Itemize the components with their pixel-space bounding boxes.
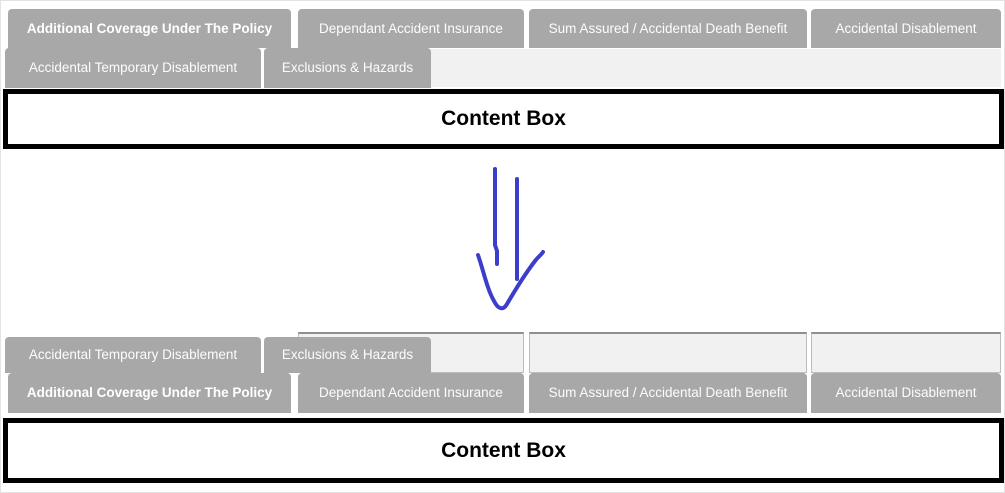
- down-arrow-icon: [476, 167, 545, 311]
- tab-exclusions-and-hazards[interactable]: Exclusions & Hazards: [264, 337, 431, 373]
- tab-accidental-disablement[interactable]: Accidental Disablement: [811, 373, 1001, 413]
- tab-dependant-accident-insurance[interactable]: Dependant Accident Insurance: [298, 9, 524, 48]
- empty-tab-slot: [529, 332, 807, 373]
- tab-additional-coverage-under-the-policy[interactable]: Additional Coverage Under The Policy: [8, 373, 291, 413]
- content-box-label: Content Box: [441, 438, 566, 462]
- empty-tab-slot: [811, 332, 1001, 373]
- tab-exclusions-and-hazards[interactable]: Exclusions & Hazards: [264, 48, 431, 88]
- tab-sum-assured-accidental-death-benefit[interactable]: Sum Assured / Accidental Death Benefit: [529, 373, 807, 413]
- tab-accidental-disablement[interactable]: Accidental Disablement: [811, 9, 1001, 48]
- content-box-label: Content Box: [441, 107, 566, 130]
- tab-accidental-temporary-disablement[interactable]: Accidental Temporary Disablement: [5, 48, 261, 88]
- tab-sum-assured-accidental-death-benefit[interactable]: Sum Assured / Accidental Death Benefit: [529, 9, 807, 48]
- tab-dependant-accident-insurance[interactable]: Dependant Accident Insurance: [298, 373, 524, 413]
- tab-accidental-temporary-disablement[interactable]: Accidental Temporary Disablement: [5, 337, 261, 373]
- empty-tab-row-area: [431, 49, 1001, 87]
- content-box: Content Box: [3, 418, 1004, 483]
- content-box: Content Box: [3, 89, 1004, 149]
- tab-additional-coverage-under-the-policy[interactable]: Additional Coverage Under The Policy: [8, 9, 291, 48]
